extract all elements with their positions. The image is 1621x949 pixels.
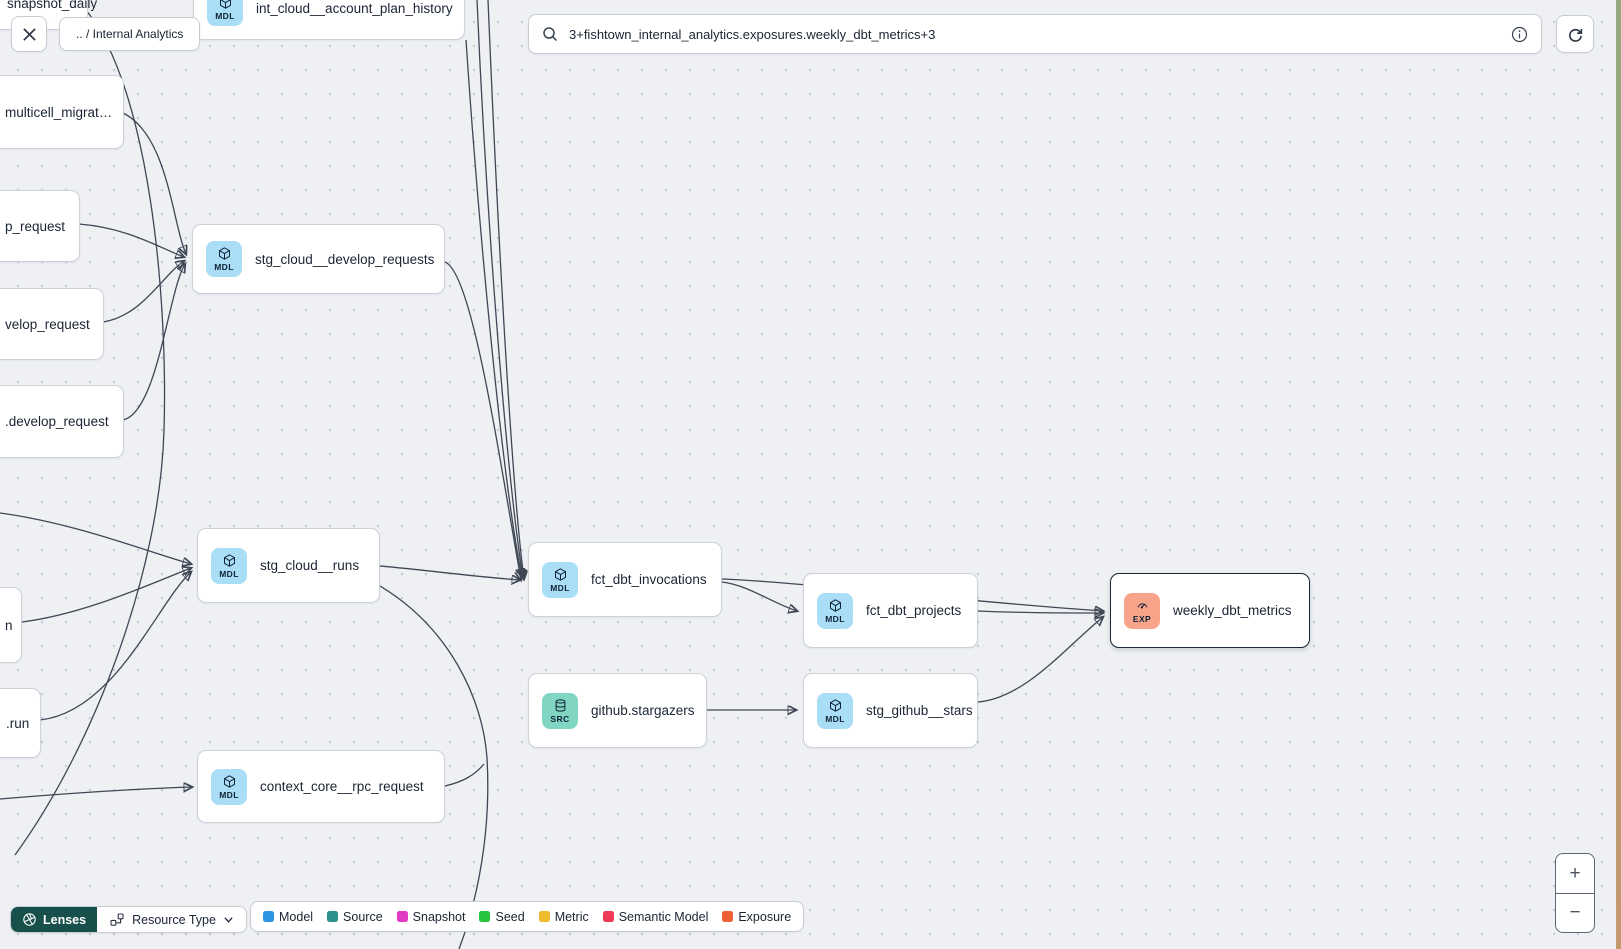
legend-item-source: Source [327, 910, 383, 924]
refresh-icon [1568, 28, 1582, 42]
legend-item-seed: Seed [479, 910, 525, 924]
lens-aperture-icon [23, 913, 36, 926]
edge [0, 512, 191, 564]
edge [102, 261, 184, 323]
cube-icon [829, 698, 841, 712]
cube-icon [223, 553, 235, 567]
edge [122, 264, 185, 421]
node-stg-cloud-runs[interactable]: MDL stg_cloud__runs [197, 528, 380, 603]
node-n-cutoff[interactable]: n [0, 587, 22, 663]
database-icon [555, 698, 565, 712]
semantic-model-color-swatch [602, 911, 614, 922]
lenses-button[interactable]: Lenses [11, 907, 98, 932]
model-badge: MDL [817, 692, 853, 729]
model-badge: MDL [542, 561, 578, 598]
breadcrumb[interactable]: .. / Internal Analytics [59, 17, 201, 51]
legend-item-exposure: Exposure [722, 910, 791, 924]
node-context-core-rpc-request[interactable]: MDL context_core__rpc_request [197, 750, 445, 823]
gauge-icon [1137, 603, 1147, 608]
node-develop-request[interactable]: .develop_request [0, 385, 124, 458]
edge [444, 261, 521, 580]
close-button[interactable] [11, 16, 47, 52]
edge [0, 787, 192, 800]
exposure-color-swatch [722, 911, 734, 922]
edge [721, 581, 797, 611]
model-badge: MDL [211, 547, 247, 584]
search-input[interactable] [567, 25, 1511, 43]
edge [476, 0, 523, 578]
zoom-in-button[interactable]: + [1556, 854, 1594, 893]
node-weekly-dbt-metrics[interactable]: EXP weekly_dbt_metrics [1110, 573, 1310, 648]
exposure-badge: EXP [1124, 592, 1160, 629]
chevron-down-icon [224, 917, 233, 923]
node-fct-dbt-invocations[interactable]: MDL fct_dbt_invocations [528, 542, 722, 617]
node-stg-cloud-develop-requests[interactable]: MDL stg_cloud__develop_requests [192, 224, 445, 294]
model-badge: MDL [207, 0, 243, 26]
node-multicell-migration[interactable]: multicell_migrat… [0, 75, 124, 149]
refresh-button[interactable] [1556, 15, 1594, 53]
edge [444, 763, 485, 787]
node-int-cloud-account-plan-history[interactable]: MDL int_cloud__account_plan_history [193, 0, 465, 40]
edge [487, 0, 524, 579]
plus-icon: + [1569, 862, 1581, 884]
snapshot-color-swatch [396, 911, 408, 922]
model-color-swatch [263, 911, 274, 922]
model-badge: MDL [211, 768, 247, 805]
edge [379, 565, 520, 580]
cube-icon [218, 247, 230, 260]
cube-icon [223, 774, 235, 788]
cube-icon [219, 0, 231, 9]
edge [465, 39, 522, 577]
close-icon [22, 27, 36, 41]
cube-icon [554, 567, 566, 581]
search-bar [528, 14, 1542, 54]
zoom-out-button[interactable]: − [1556, 893, 1594, 932]
seed-color-swatch [479, 911, 491, 922]
zoom-control: + − [1555, 853, 1595, 933]
source-badge: SRC [542, 692, 578, 729]
edge [78, 223, 184, 257]
legend-item-metric: Metric [538, 910, 589, 924]
model-badge: MDL [817, 592, 853, 629]
edge [977, 617, 1103, 703]
resource-type-dropdown[interactable]: Resource Type [97, 907, 246, 932]
search-icon [543, 27, 558, 42]
model-badge: MDL [206, 241, 242, 277]
resource-type-legend: Model Source Snapshot Seed Metric Semant… [250, 901, 805, 932]
cube-icon [829, 598, 841, 612]
node-stg-github-stars[interactable]: MDL stg_github__stars [803, 673, 978, 748]
metric-color-swatch [538, 911, 550, 922]
node-run-cutoff[interactable]: .run [0, 688, 41, 758]
edge [977, 611, 1103, 613]
resource-type-icon [110, 912, 124, 926]
legend-item-semantic-model: Semantic Model [602, 910, 708, 924]
node-p-request[interactable]: p_request [0, 190, 80, 262]
node-fct-dbt-projects[interactable]: MDL fct_dbt_projects [803, 573, 978, 648]
lenses-control: Lenses Resource Type [10, 906, 247, 933]
source-color-swatch [327, 911, 339, 922]
node-velop-request[interactable]: velop_request [0, 288, 104, 360]
minus-icon: − [1569, 902, 1581, 923]
legend-item-snapshot: Snapshot [396, 910, 465, 924]
info-icon[interactable] [1511, 26, 1528, 43]
edge [122, 112, 186, 254]
edge [39, 572, 191, 721]
edge [21, 568, 191, 623]
node-github-stargazers[interactable]: SRC github.stargazers [528, 673, 707, 748]
desktop-edge-sliver [1616, 0, 1621, 949]
legend-item-model: Model [263, 910, 313, 924]
